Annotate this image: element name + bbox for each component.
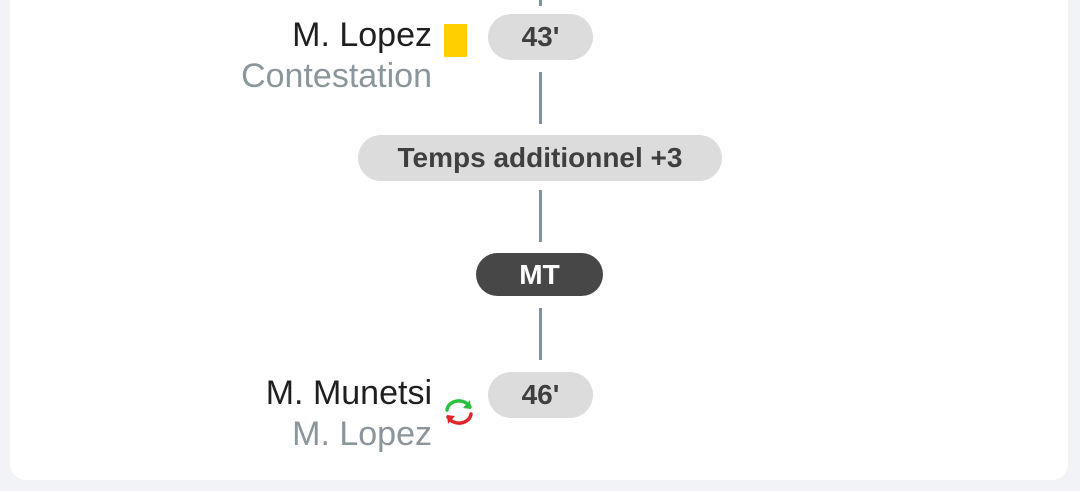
timeline-connector [539,72,542,124]
yellow-card-icon [444,24,467,57]
event-detail: Contestation [241,57,432,95]
half-time-badge: MT [476,253,603,296]
timeline-connector [539,308,542,360]
event-player-name: M. Lopez [292,16,432,54]
timeline-connector [539,190,542,242]
added-time-badge: Temps additionnel +3 [358,135,722,181]
event-minute-badge: 43' [488,14,593,60]
event-detail: M. Lopez [292,415,432,453]
substitution-icon [445,399,473,425]
event-minute-badge: 46' [488,372,593,418]
event-player-name: M. Munetsi [265,374,432,412]
timeline-connector [539,0,542,6]
